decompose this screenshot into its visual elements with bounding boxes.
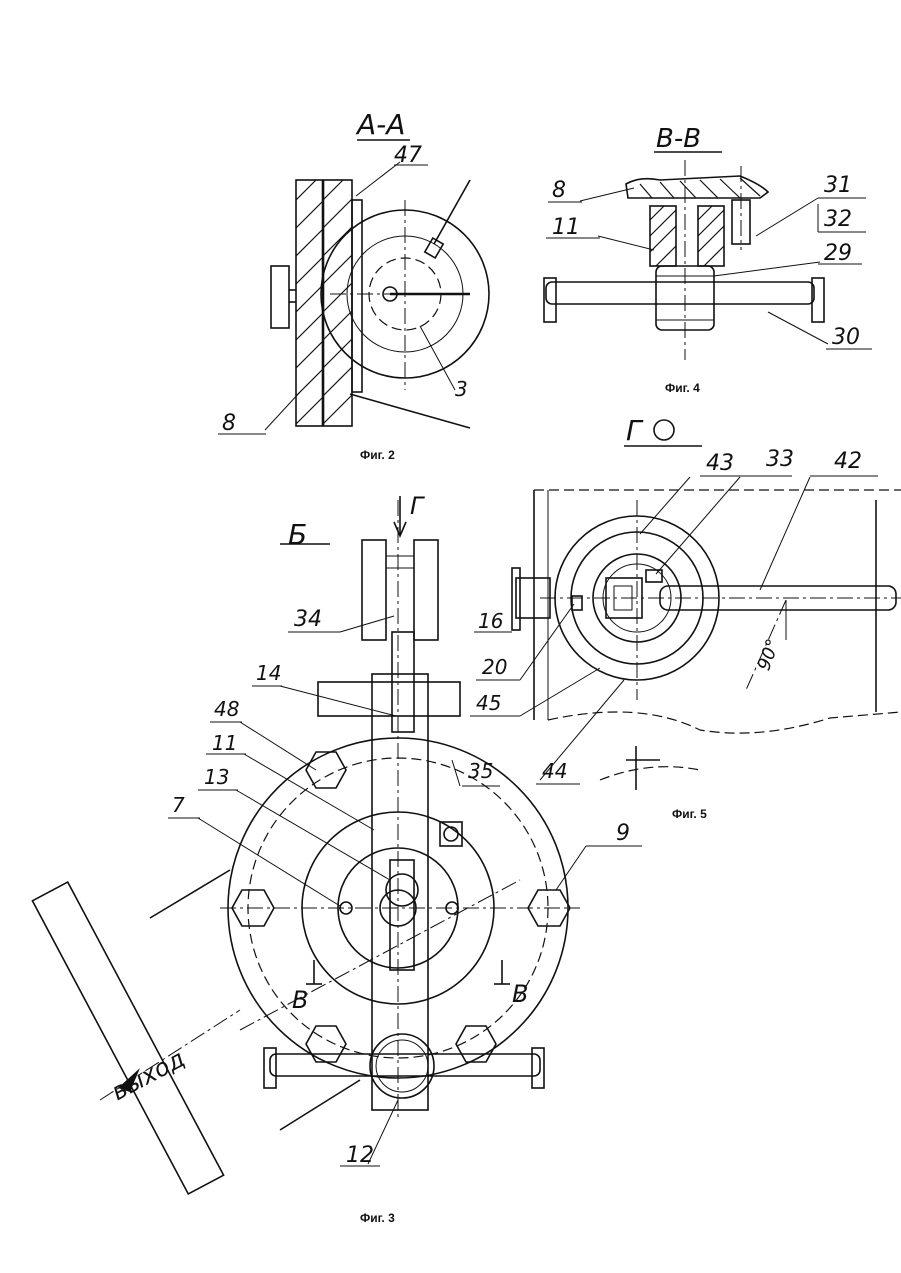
fig3-label-12: 12 <box>346 1143 374 1168</box>
fig3-label-34: 34 <box>294 607 322 632</box>
fig5-label-20: 20 <box>482 655 507 679</box>
fig5-view-title: Г <box>626 414 644 447</box>
fig5-label-43: 43 <box>706 451 734 476</box>
fig4-label-31: 31 <box>824 173 852 198</box>
fig3-section-mark-left: В <box>292 986 308 1014</box>
fig2-label-3: 3 <box>455 377 468 401</box>
fig3-label-13: 13 <box>204 765 229 789</box>
fig2-section-title: А-А <box>355 108 405 141</box>
fig2-caption: Фиг. 2 <box>360 448 395 462</box>
fig5-drawing <box>512 477 901 790</box>
fig5-label-33: 33 <box>766 447 794 472</box>
fig4-label-29: 29 <box>824 241 852 266</box>
fig4-drawing <box>544 160 828 360</box>
fig3-label-35: 35 <box>468 759 493 783</box>
fig3-outlet-label: выход <box>107 1044 190 1106</box>
fig4-label-32: 32 <box>824 207 852 232</box>
fig4-label-11: 11 <box>552 215 580 240</box>
fig5-label-45: 45 <box>476 691 501 715</box>
fig3-section-mark-right: В <box>512 980 528 1008</box>
fig5-label-42: 42 <box>834 449 862 474</box>
fig3-view-letter: Б <box>288 518 307 551</box>
fig5-caption: Фиг. 5 <box>672 807 707 821</box>
fig3-label-14: 14 <box>256 661 281 685</box>
fig5-angle-label: 90° <box>754 636 785 673</box>
fig3-label-7: 7 <box>172 793 185 817</box>
fig4-label-8: 8 <box>552 178 566 203</box>
fig3-label-11: 11 <box>212 731 237 755</box>
fig3-arrow-letter: Г <box>410 492 425 520</box>
fig3-label-9: 9 <box>616 821 630 846</box>
fig4-label-30: 30 <box>832 325 860 350</box>
fig5-label-16: 16 <box>478 609 503 633</box>
fig3-label-48: 48 <box>214 697 239 721</box>
fig2-label-8: 8 <box>222 411 236 436</box>
fig3-caption: Фиг. 3 <box>360 1211 395 1225</box>
fig4-caption: Фиг. 4 <box>665 381 700 395</box>
fig5-view-circle-icon <box>654 420 674 440</box>
fig4-section-title: В-В <box>656 124 701 154</box>
fig5-label-44: 44 <box>542 759 567 783</box>
fig2-label-47: 47 <box>394 143 422 168</box>
